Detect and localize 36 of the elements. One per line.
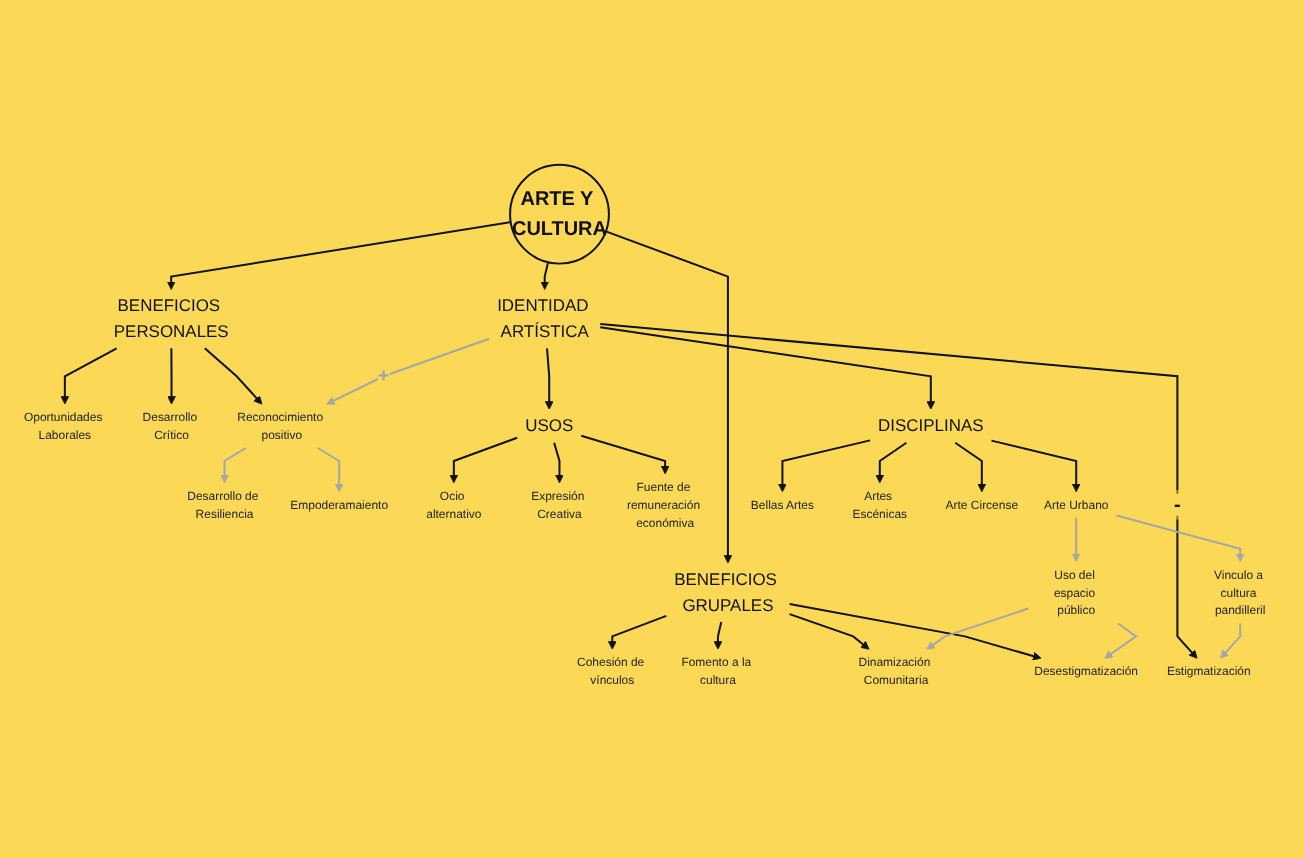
node-text: DISCIPLINAS	[878, 416, 984, 436]
arrow	[1220, 622, 1242, 659]
arrow	[607, 614, 668, 650]
node-text: USOS	[525, 416, 574, 436]
arrow	[954, 441, 987, 493]
arrow	[553, 441, 564, 484]
arrow	[713, 620, 723, 650]
arrow	[1115, 514, 1245, 563]
arrow	[788, 602, 1042, 661]
arrow	[599, 326, 936, 410]
node-text: BENEFICIOS PERSONALES	[113, 296, 229, 341]
edge-label: +	[377, 365, 390, 388]
arrow	[544, 347, 554, 410]
arrow	[788, 613, 870, 650]
edge-label: -	[1174, 493, 1181, 516]
arrow	[580, 434, 670, 475]
arrow	[220, 447, 247, 484]
arrow	[60, 347, 118, 405]
arrow	[990, 439, 1081, 493]
arrow	[167, 347, 176, 405]
node-circle: ARTE Y CULTURA	[509, 163, 610, 265]
arrow	[316, 447, 344, 493]
arrow	[540, 261, 550, 290]
arrow	[1104, 622, 1138, 659]
arrow	[875, 441, 908, 484]
arrow	[926, 607, 1030, 650]
arrow	[778, 439, 872, 493]
node-text: BENEFICIOS GRUPALES	[674, 570, 777, 615]
arrow	[203, 347, 263, 405]
arrow	[599, 322, 1198, 659]
arrow	[166, 221, 512, 290]
arrow	[1071, 516, 1081, 563]
arrow	[449, 436, 519, 484]
arrow	[604, 230, 733, 564]
node-text: IDENTIDAD ARTÍSTICA	[497, 296, 589, 341]
arrow	[326, 337, 491, 405]
